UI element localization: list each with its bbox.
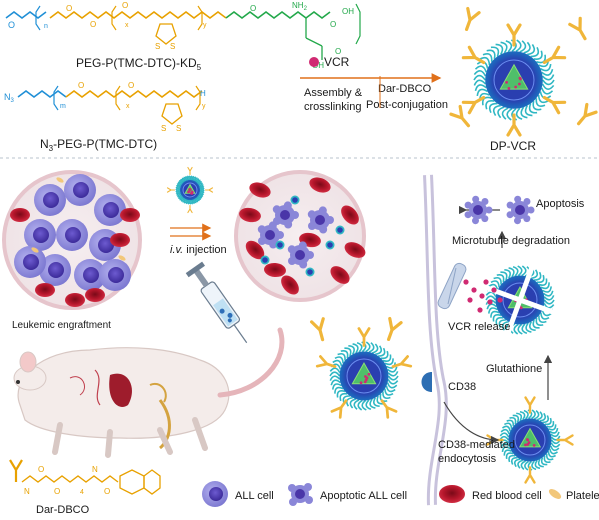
vcr-label: VCR: [324, 55, 350, 69]
step1-line2: crosslinking: [304, 101, 361, 113]
injection-label: i.v. injection: [170, 244, 227, 256]
chem-y: y: [202, 103, 206, 110]
antibody-icon: [188, 168, 192, 175]
vcr-release-label: VCR release: [448, 321, 510, 333]
step1-line1: Assembly &: [304, 87, 363, 99]
nanoparticle-dot-icon: [306, 268, 315, 277]
antibody-icon: [168, 188, 175, 192]
chem-o: O: [38, 465, 44, 474]
chem-o: O: [330, 20, 336, 29]
rbc-icon: [120, 208, 140, 222]
legend-platelet-icon: [547, 487, 562, 501]
chem-s: S: [161, 124, 166, 133]
nanoparticle-dot-icon: [326, 241, 335, 250]
antibody-icon: [188, 206, 192, 213]
vcr-dot-icon: [309, 57, 319, 67]
engraftment-label: Leukemic engraftment: [12, 320, 111, 331]
polymer-2-label: N3-PEG-P(TMC-DTC): [40, 137, 157, 153]
antibody-icon: [461, 9, 479, 32]
small-nanoparticle-icon: [168, 168, 213, 213]
leukemic-circle: [4, 172, 140, 308]
syringe-icon: [186, 262, 255, 349]
legend-all-cell-icon: [202, 481, 228, 507]
binding-nanoparticle: [317, 329, 411, 418]
chem-n: N: [92, 465, 98, 474]
legend-all-cell: ALL cell: [235, 490, 274, 502]
chem-x: x: [126, 103, 130, 110]
step2-line1: Dar-DBCO: [378, 83, 432, 95]
apoptotic-cell-icon: [507, 196, 535, 224]
chem-o: O: [78, 81, 84, 90]
chem-o: O: [54, 487, 60, 496]
nanoparticle-dot-icon: [336, 226, 345, 235]
rbc-icon: [85, 288, 105, 302]
step2-line2: Post-conjugation: [366, 99, 448, 111]
antibody-icon: [312, 319, 329, 341]
chem-o: O: [122, 1, 128, 10]
glutathione-label: Glutathione: [486, 363, 542, 375]
all-cell-icon: [56, 219, 88, 251]
antibody-icon: [383, 319, 401, 342]
chem-four: 4: [80, 489, 84, 496]
rbc-icon: [110, 233, 130, 247]
legend-apoptotic-cell: Apoptotic ALL cell: [320, 490, 407, 502]
chem-o: O: [66, 4, 72, 13]
chem-n: N: [24, 487, 30, 496]
chem-o: O: [104, 487, 110, 496]
all-cell-icon: [34, 184, 66, 216]
all-cell-icon: [94, 194, 126, 226]
mouse-illustration: [14, 330, 282, 455]
chem-nh2: NH2: [292, 1, 308, 12]
endocytosis-line2: endocytosis: [438, 453, 497, 465]
antibody-icon: [570, 18, 590, 41]
legend-rbc: Red blood cell: [472, 490, 542, 502]
chem-oh: OH: [342, 7, 354, 16]
dp-vcr-nanoparticle: [463, 25, 564, 135]
polymer-2-structure: N3 m O O x y H S S: [4, 81, 206, 133]
legend-apoptotic-cell-icon: [288, 483, 313, 506]
chem-m: m: [60, 103, 66, 110]
cd38-receptor-icon: [422, 372, 433, 392]
chem-n-sub: n: [44, 23, 48, 30]
rbc-icon: [65, 293, 85, 307]
chem-h: H: [200, 89, 206, 98]
chem-o: O: [250, 4, 256, 13]
apoptosis-label: Apoptosis: [536, 198, 585, 210]
rbc-icon: [35, 283, 55, 297]
chem-o: O: [8, 20, 15, 30]
all-cell-icon: [14, 246, 46, 278]
all-cell-icon: [99, 259, 131, 291]
chem-o: O: [128, 81, 134, 90]
legend-rbc-icon: [439, 485, 465, 503]
chem-x: x: [125, 22, 129, 29]
endocytosis-arrow: [444, 402, 498, 440]
legend-platelet: Platelet: [566, 490, 599, 502]
cd38-label: CD38: [448, 381, 476, 393]
nanoparticle-dot-icon: [276, 241, 285, 250]
nanoparticle-dot-icon: [261, 256, 270, 265]
all-cell-icon: [64, 174, 96, 206]
microtubule-label: Microtubule degradation: [452, 235, 570, 247]
chem-n3: N3: [4, 92, 15, 104]
chem-y: y: [203, 22, 207, 29]
dar-dbco-label: Dar-DBCO: [36, 504, 90, 516]
chem-s: S: [155, 42, 160, 51]
rbc-icon: [10, 208, 30, 222]
chem-o: O: [90, 20, 96, 29]
product-label: DP-VCR: [490, 139, 536, 153]
chem-s: S: [176, 124, 181, 133]
polymer-1-label: PEG-P(TMC-DTC)-KD5: [76, 56, 202, 72]
antibody-icon: [206, 188, 213, 192]
nanoparticle-dot-icon: [291, 196, 300, 205]
legend: ALL cell Apoptotic ALL cell Red blood ce…: [202, 481, 599, 507]
antibody-icon: [574, 104, 596, 127]
microtubule-icon: [436, 262, 467, 311]
treated-circle: [236, 172, 368, 300]
dar-dbco-structure: N O O 4 N O: [10, 460, 160, 496]
chem-s: S: [170, 42, 175, 51]
endocytosis-line1: CD38-mediated: [438, 439, 515, 451]
